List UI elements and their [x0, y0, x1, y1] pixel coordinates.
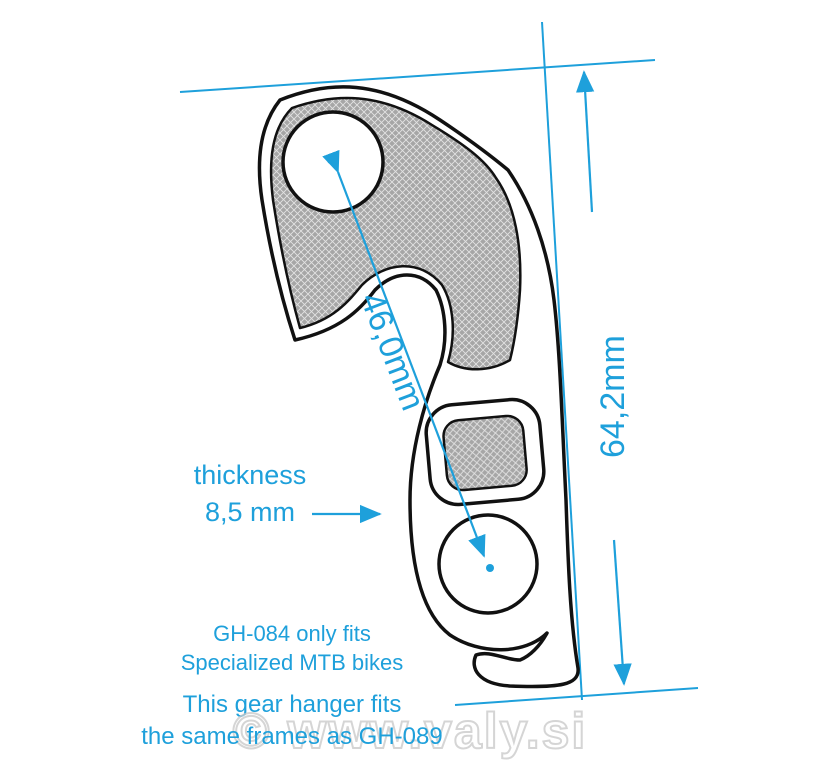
thickness-label-line2: 8,5 mm: [205, 497, 295, 527]
height-dimension-label: 64,2mm: [594, 335, 632, 458]
right-reference-line: [541, 21, 583, 701]
fit-note-line2: Specialized MTB bikes: [181, 650, 404, 675]
diagonal-dimension-label: 46,0mm: [353, 287, 432, 415]
bottom-mounting-hole: [437, 513, 539, 615]
thickness-label-line1: thickness: [194, 460, 307, 490]
fit-note-line1: GH-084 only fits: [213, 621, 371, 646]
top-reference-line: [179, 59, 656, 93]
bottom-hole-center-dot: [486, 564, 494, 572]
top-hole-center-dot: [327, 156, 335, 164]
compatibility-note-line1: This gear hanger fits: [183, 691, 402, 718]
height-arrow-up: [575, 70, 595, 213]
watermark-text: © www.valy.si: [233, 703, 588, 759]
height-arrow-down: [612, 539, 632, 686]
compatibility-note-line2: the same frames as GH-089: [141, 723, 442, 750]
center-distance-line: [322, 149, 486, 558]
bottom-reference-line: [454, 687, 699, 706]
